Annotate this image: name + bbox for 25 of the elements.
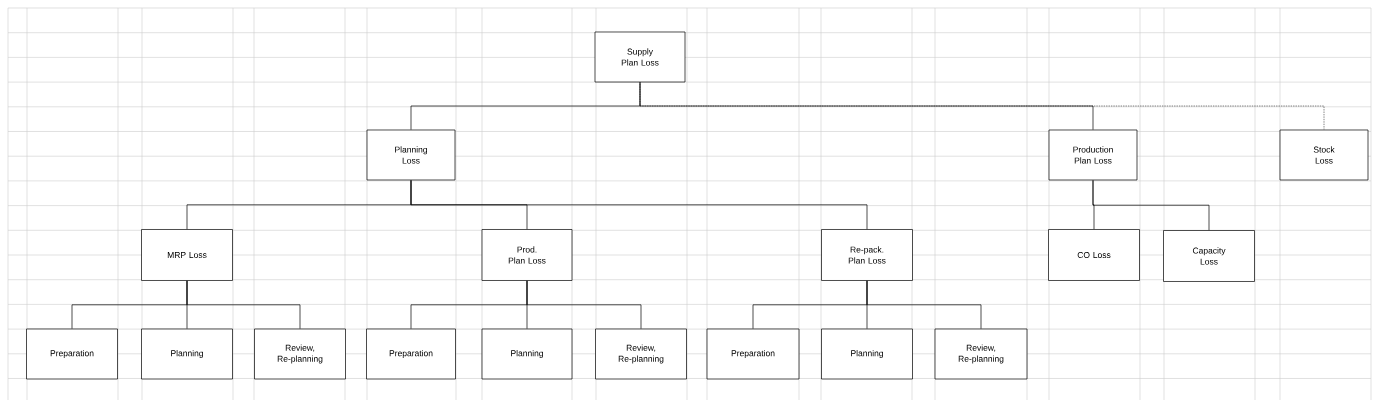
process-box: Planning bbox=[141, 328, 233, 380]
process-box: MRP Loss bbox=[141, 229, 233, 281]
process-box: Preparation bbox=[26, 328, 118, 380]
connector-line bbox=[186, 280, 301, 329]
process-box: Preparation bbox=[366, 328, 456, 380]
connector-line bbox=[1092, 180, 1210, 231]
connector-line bbox=[639, 82, 1094, 130]
process-box: Planning bbox=[821, 328, 913, 380]
connector-line bbox=[639, 82, 1325, 130]
process-box: Supply Plan Loss bbox=[594, 31, 686, 83]
process-box: Review, Re-planning bbox=[595, 328, 687, 380]
process-box: Preparation bbox=[706, 328, 800, 380]
process-box: Capacity Loss bbox=[1163, 230, 1255, 282]
connector-line bbox=[526, 280, 642, 329]
process-box: Review, Re-planning bbox=[254, 328, 346, 380]
process-box: Prod. Plan Loss bbox=[481, 229, 573, 281]
process-box: Production Plan Loss bbox=[1048, 129, 1138, 181]
process-box: Planning bbox=[481, 328, 573, 380]
process-box: Stock Loss bbox=[1279, 129, 1369, 181]
process-box: Planning Loss bbox=[366, 129, 456, 181]
connector-line bbox=[410, 180, 868, 230]
process-box: Review, Re-planning bbox=[934, 328, 1028, 380]
connector-line bbox=[866, 280, 982, 329]
process-box: Re-pack. Plan Loss bbox=[821, 229, 913, 281]
process-box: CO Loss bbox=[1048, 229, 1140, 281]
